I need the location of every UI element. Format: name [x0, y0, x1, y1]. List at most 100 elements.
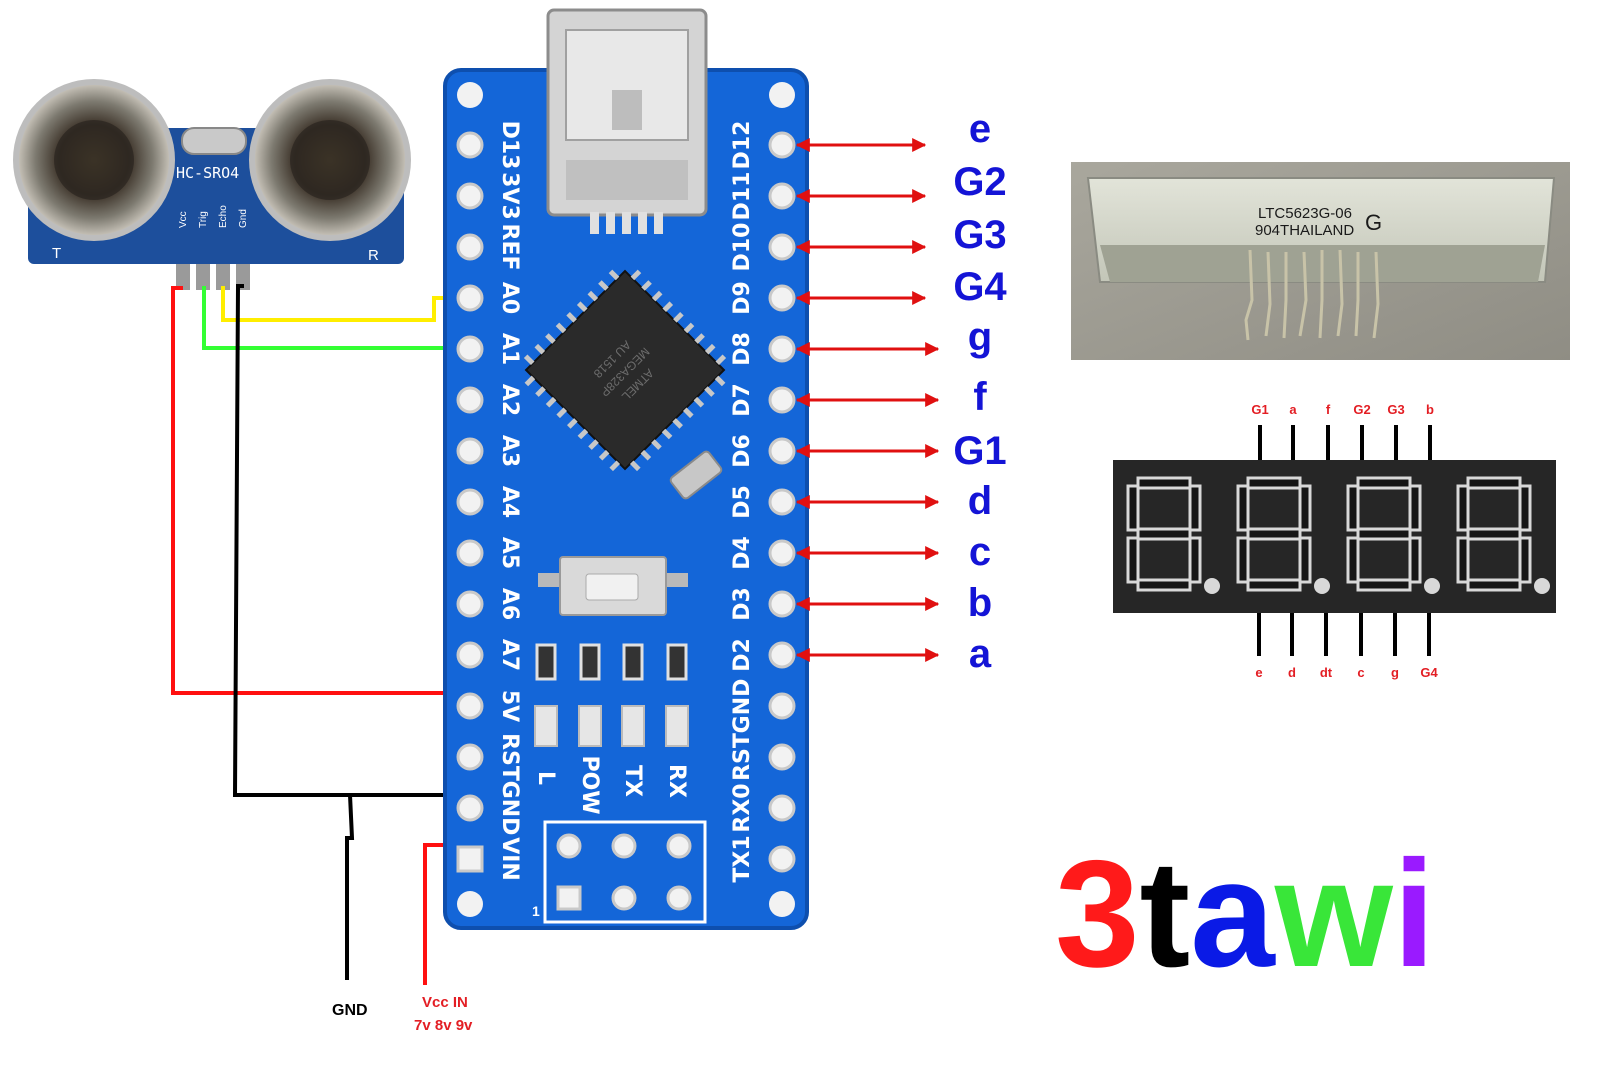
pin-label-d4: D4	[730, 536, 755, 570]
usb-connector	[546, 8, 708, 234]
pin-label-d3: D3	[730, 587, 755, 621]
right-pin-labels: D12 D11 D10 D9 D8 D7 D6 D5 D4 D3 D2 GND …	[730, 121, 755, 883]
pin-label-d8: D8	[730, 332, 755, 366]
target-label-d: d	[968, 479, 992, 523]
sensor-r-label: R	[368, 247, 379, 264]
brand-logo: 3tawi	[1055, 829, 1435, 999]
display-origin: 904THAILAND	[1255, 222, 1354, 239]
wire-gnd-black	[232, 284, 462, 797]
wire-trig-green	[202, 286, 462, 350]
pin-label-rst: RST	[497, 733, 522, 781]
display-part-number: LTC5623G-06	[1258, 205, 1352, 222]
sensor-header-pins	[176, 264, 250, 290]
ultrasonic-sensor: HC-SRO4 T R Vcc Trig Echo Gnd	[12, 79, 412, 290]
pin-label-d6: D6	[730, 434, 755, 468]
reset-button	[538, 556, 688, 616]
vcc-values-label: 7v 8v 9v	[414, 1017, 473, 1034]
pin-label-a5: A5	[497, 537, 522, 569]
smd-components	[534, 643, 689, 747]
target-label-e: e	[969, 107, 991, 151]
digit-1-decimal-point	[1204, 578, 1220, 594]
pin-label-gnd-right: GND	[730, 679, 755, 734]
digit-1-segment-g	[1136, 527, 1192, 541]
digit-2-segment-a	[1246, 476, 1302, 490]
target-label-g3: G3	[953, 213, 1006, 257]
pin-label-rx0: RX0	[730, 783, 755, 832]
left-pin-labels: D13 3V3 REF A0 A1 A2 A3 A4 A5 A6 A7 5V R…	[497, 121, 522, 881]
digit-2-segment-f	[1236, 484, 1250, 532]
sensor-pin-echo: Echo	[218, 205, 229, 228]
digit-3-decimal-point	[1424, 578, 1440, 594]
pin-label-a3: A3	[497, 435, 522, 467]
bottom-pin-lines	[1257, 613, 1431, 656]
bottom-pin-labels: e d dt c g G4	[1255, 665, 1438, 680]
pin-label-tx1: TX1	[730, 835, 755, 882]
brand-letter-w: w	[1274, 829, 1394, 999]
left-header	[456, 131, 484, 873]
pin-label-d7: D7	[730, 383, 755, 417]
pin-label-a6: A6	[497, 588, 522, 620]
digit-3-segment-g	[1356, 527, 1412, 541]
target-label-a: a	[969, 632, 992, 676]
board-crystal	[669, 450, 723, 500]
target-label-g1: G1	[953, 429, 1006, 473]
digit-2-decimal-point	[1314, 578, 1330, 594]
target-label-g: g	[968, 315, 992, 359]
seven-segment-diagram: G1 a f G2 G3 b e d dt c g G4	[1113, 402, 1556, 680]
pin-label-a7: A7	[497, 639, 522, 671]
sensor-pin-gnd: Gnd	[238, 209, 249, 228]
brand-letter-3: 3	[1055, 829, 1140, 999]
digit-1-segment-c	[1188, 536, 1202, 584]
digit-4-segment-e	[1456, 536, 1470, 584]
brand-letter-t: t	[1140, 829, 1191, 999]
pin-label-a1: A1	[497, 333, 522, 365]
target-label-g2: G2	[953, 160, 1006, 204]
pin-label-d12: D12	[730, 121, 755, 170]
crystal	[181, 127, 247, 155]
bottom-pin-dt: dt	[1320, 665, 1333, 680]
led-label-pow: POW	[577, 755, 602, 814]
sensor-t-label: T	[52, 245, 61, 262]
digit-1-segment-d	[1136, 578, 1192, 592]
digit-3-segment-f	[1346, 484, 1360, 532]
display-photo: LTC5623G-06 904THAILAND G	[1071, 162, 1570, 360]
top-pin-a: a	[1289, 402, 1297, 417]
arduino-nano-board: D13 3V3 REF A0 A1 A2 A3 A4 A5 A6 A7 5V R…	[443, 8, 809, 930]
digit-3-segment-a	[1356, 476, 1412, 490]
icsp-header: 1	[532, 820, 707, 924]
pin-label-d10: D10	[730, 223, 755, 272]
target-label-c: c	[969, 530, 991, 574]
digit-1-segment-e	[1126, 536, 1140, 584]
wires	[171, 284, 462, 985]
digit-1-segment-f	[1126, 484, 1140, 532]
digit-4-segment-f	[1456, 484, 1470, 532]
bottom-pin-d: d	[1288, 665, 1296, 680]
led-label-rx: RX	[664, 764, 689, 798]
bottom-pin-c: c	[1357, 665, 1364, 680]
target-label-b: b	[968, 581, 992, 625]
digit-4-segment-g	[1466, 527, 1522, 541]
pin-label-d11: D11	[730, 172, 755, 221]
microcontroller-chip: ATMEL MEGA328P AU 1518	[523, 269, 727, 472]
digit-4-segment-c	[1518, 536, 1532, 584]
digit-4-segment-b	[1518, 484, 1532, 532]
pin-label-a2: A2	[497, 384, 522, 416]
target-label-f: f	[973, 375, 987, 419]
digit-3-segment-c	[1408, 536, 1422, 584]
brand-letter-a: a	[1190, 829, 1276, 999]
vcc-in-label: Vcc IN	[422, 994, 468, 1011]
sensor-pin-trig: Trig	[198, 211, 209, 228]
target-labels: e G2 G3 G4 g f G1 d c b a	[953, 107, 1007, 676]
pin-label-d2: D2	[730, 638, 755, 672]
digit-2-segment-e	[1236, 536, 1250, 584]
digit-4-decimal-point	[1534, 578, 1550, 594]
pin-label-a0: A0	[497, 282, 522, 314]
pin-label-5v: 5V	[497, 690, 522, 722]
top-pin-f: f	[1326, 402, 1331, 417]
digit-3-segment-e	[1346, 536, 1360, 584]
digit-2-segment-g	[1246, 527, 1302, 541]
target-label-g4: G4	[953, 265, 1007, 309]
top-pin-g1: G1	[1251, 402, 1268, 417]
led-label-tx: TX	[620, 765, 645, 797]
